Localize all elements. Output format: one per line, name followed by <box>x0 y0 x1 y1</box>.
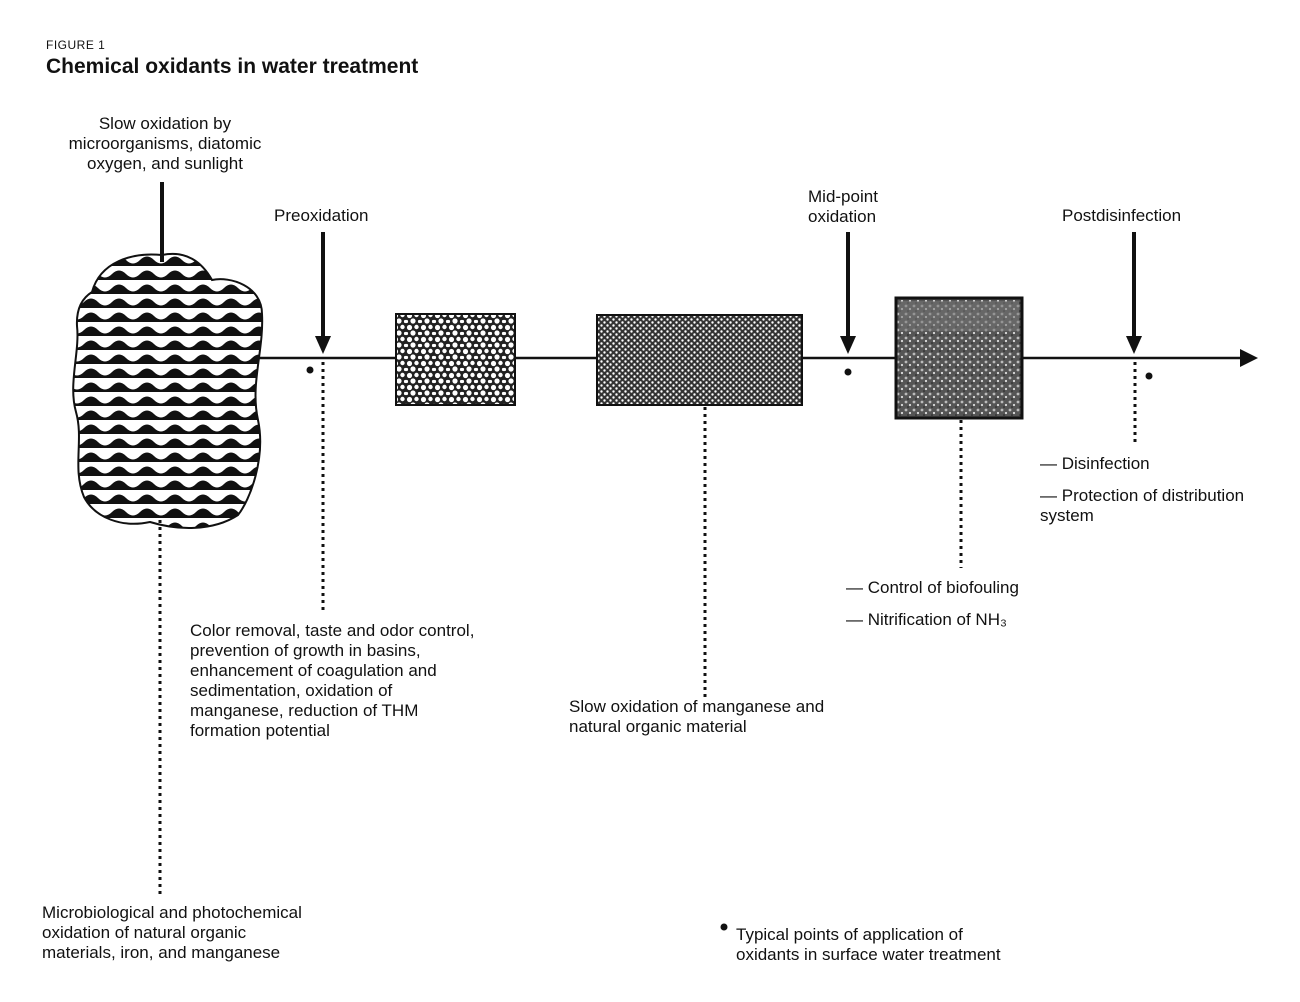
flow-arrowhead-icon <box>1240 349 1258 367</box>
legend-dot-icon <box>721 924 728 931</box>
filter-effects: Control of biofouling Nitrification of N… <box>846 578 1086 642</box>
preoxidation-arrowhead-icon <box>315 336 331 354</box>
figure-number: FIGURE 1 <box>46 38 105 52</box>
postdisinfection-label: Postdisinfection <box>1062 206 1181 226</box>
application-point-dot <box>845 369 852 376</box>
postdisinfection-effect-item: Protection of distribution system <box>1040 486 1250 526</box>
sedimentation-basin <box>597 315 802 405</box>
legend-text: Typical points of application of oxidant… <box>736 925 1026 965</box>
sedimentation-effects: Slow oxidation of manganese and natural … <box>569 697 859 737</box>
postdisinfection-arrowhead-icon <box>1126 336 1142 354</box>
filter-media-band <box>899 301 1019 331</box>
reservoir-bottom-label: Microbiological and photochemical oxidat… <box>42 903 304 963</box>
postdisinfection-effects: Disinfection Protection of distribution … <box>1040 454 1250 538</box>
midpoint-label: Mid-point oxidation <box>808 187 900 227</box>
preoxidation-effects: Color removal, taste and odor control, p… <box>190 621 480 741</box>
application-point-dot <box>1146 373 1153 380</box>
filter-effect-item: Control of biofouling <box>846 578 1086 598</box>
midpoint-arrowhead-icon <box>840 336 856 354</box>
reservoir-shape <box>73 254 262 528</box>
filter-effect-item: Nitrification of NH₃ <box>846 610 1086 630</box>
flocculation-basin <box>396 314 515 405</box>
reservoir-top-label: Slow oxidation by microorganisms, diatom… <box>40 114 290 174</box>
preoxidation-label: Preoxidation <box>274 206 369 226</box>
postdisinfection-effect-item: Disinfection <box>1040 454 1250 474</box>
application-point-dot <box>307 367 314 374</box>
figure-title: Chemical oxidants in water treatment <box>46 55 418 79</box>
